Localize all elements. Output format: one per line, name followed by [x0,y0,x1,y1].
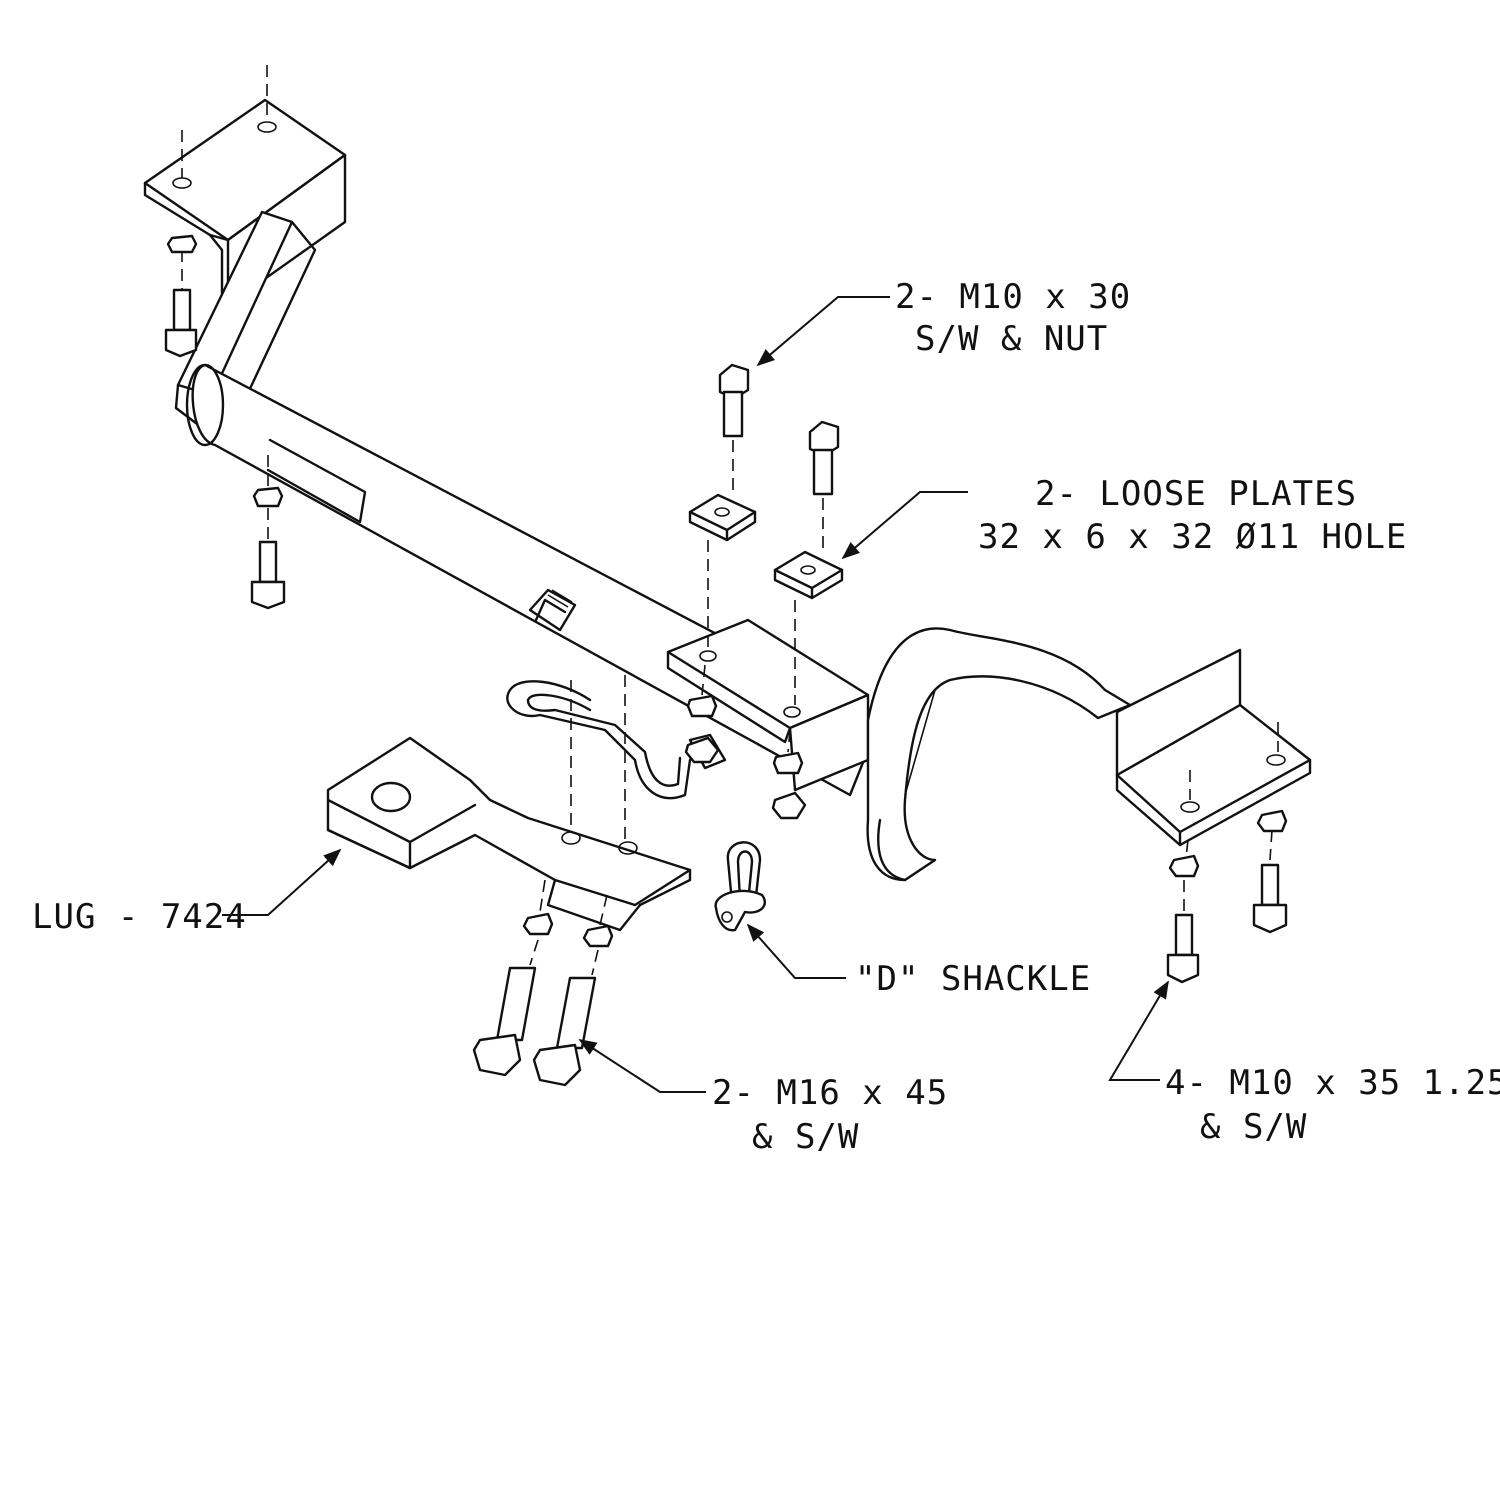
callout-m10x35-line1: 4- M10 x 35 1.25P [1165,1063,1500,1103]
nut-icon [252,486,284,508]
loose-plate [688,493,757,542]
nut-icon [1256,809,1288,833]
loose-plate [773,550,844,600]
callout-loose-plates-line1: 2- LOOSE PLATES [1035,474,1357,514]
bolt-icon [808,420,840,496]
nut-icon [522,912,554,936]
bolt-icon [250,540,286,610]
right-mounting-bracket [1115,648,1312,847]
bolt-icon [718,363,750,438]
callout-m10x35-line2: & S/W [1200,1107,1307,1147]
left-mounting-bracket [143,98,347,432]
main-cross-tube [185,363,882,797]
nut-icon [166,234,198,254]
bolt-icon [532,976,597,1087]
callout-loose-plates-line2: 32 x 6 x 32 Ø11 HOLE [978,517,1407,557]
nut-icon [772,751,804,775]
bolt-icon [1252,863,1288,934]
nut-icon [684,736,720,764]
callout-m16x45: 2- M16 x 45 & S/W [712,1073,948,1157]
callout-m16x45-line2: & S/W [752,1117,859,1157]
callout-shackle-line1: "D" SHACKLE [855,959,1091,999]
center-bracket-fasteners [684,363,844,820]
lug-fasteners [472,675,626,1087]
bolt-icon [1166,913,1200,984]
callout-loose-plates: 2- LOOSE PLATES 32 x 6 x 32 Ø11 HOLE [978,474,1407,557]
tow-lug [326,736,692,932]
callout-m16x45-line1: 2- M16 x 45 [712,1073,948,1113]
nut-icon [582,924,614,948]
left-bracket-fasteners [164,65,286,610]
leader-lines [222,296,1169,1093]
bolt-icon [472,966,537,1077]
callout-shackle: "D" SHACKLE [855,959,1091,999]
callout-m10x30-line2: S/W & NUT [915,319,1108,359]
callout-m10x35: 4- M10 x 35 1.25P & S/W [1165,1063,1500,1147]
bolt-icon [164,288,198,358]
nut-icon [686,694,718,718]
d-shackle [714,841,767,932]
nut-icon [771,791,807,820]
callout-m10x30-line1: 2- M10 x 30 [895,277,1131,317]
right-arm [866,627,1132,882]
right-bracket-fasteners [1166,722,1288,984]
callout-lug-line1: LUG - 7424 [32,897,247,937]
logo-clip [528,588,577,632]
nut-icon [1168,854,1200,878]
callout-m10x30: 2- M10 x 30 S/W & NUT [895,277,1131,359]
callout-lug: LUG - 7424 [32,897,247,937]
